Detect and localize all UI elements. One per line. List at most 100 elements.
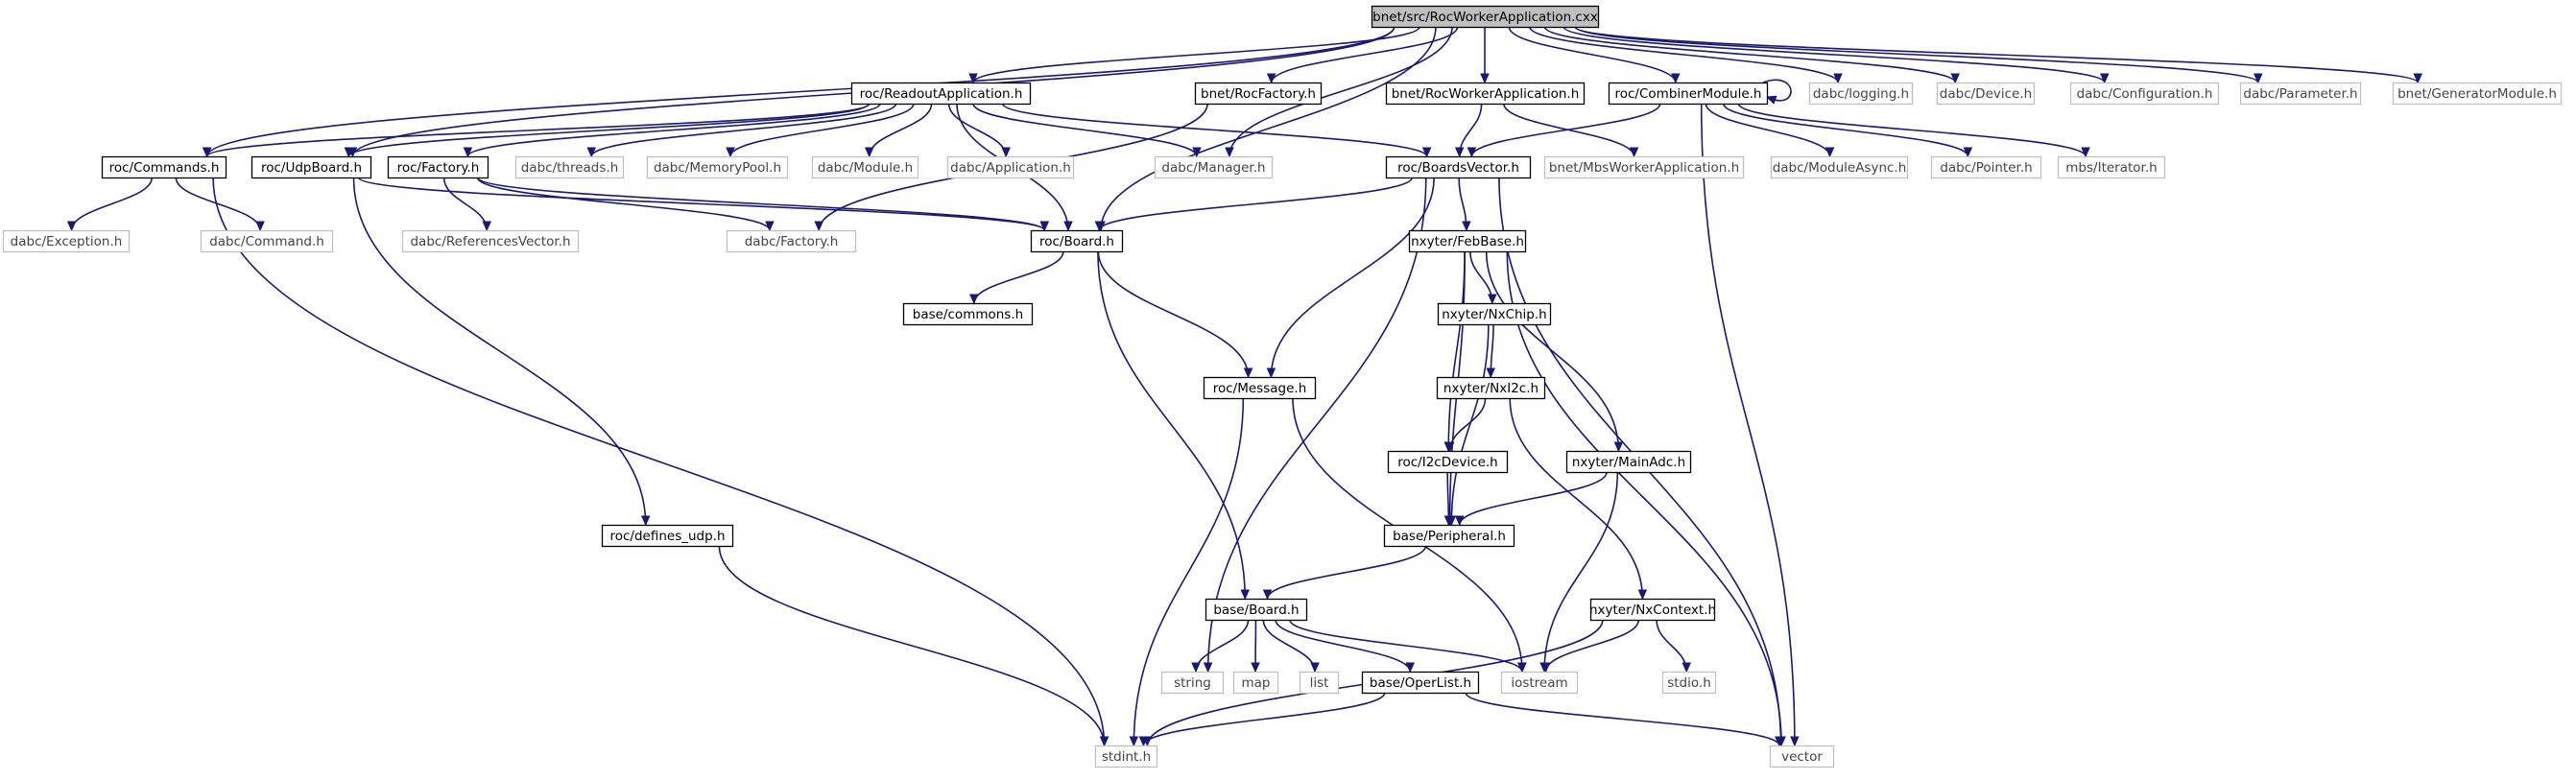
edge-line bbox=[1506, 250, 1782, 746]
node-label: stdint.h bbox=[1102, 749, 1151, 765]
node-mbs-iterator-h[interactable]: mbs/Iterator.h bbox=[2057, 155, 2166, 179]
node-label: roc/CombinerModule.h bbox=[1615, 86, 1762, 102]
node-base-operlist-h[interactable]: base/OperList.h bbox=[1361, 671, 1480, 695]
node-base-commons-h[interactable]: base/commons.h bbox=[902, 302, 1034, 326]
node-bnet-mbsworkerapplication-h[interactable]: bnet/MbsWorkerApplication.h bbox=[1543, 155, 1745, 179]
node-roc-board-h[interactable]: roc/Board.h bbox=[1030, 229, 1124, 253]
node-label: dabc/Configuration.h bbox=[2077, 86, 2213, 102]
edge-line bbox=[1142, 692, 1386, 746]
edge-line bbox=[1098, 177, 1414, 231]
node-dabc-parameter-h[interactable]: dabc/Parameter.h bbox=[2239, 82, 2362, 106]
node-dabc-device-h[interactable]: dabc/Device.h bbox=[1936, 82, 2036, 106]
edge-baseboard-to-list bbox=[1262, 619, 1320, 674]
node-label: iostream bbox=[1511, 675, 1567, 691]
edge-line bbox=[476, 177, 1046, 231]
edge-boardsvector-to-rocmessage bbox=[1266, 177, 1435, 379]
node-box bbox=[1661, 671, 1717, 695]
edge-line bbox=[718, 545, 1106, 746]
node-label: dabc/logging.h bbox=[1813, 86, 1909, 102]
node-roc-factory-h[interactable]: roc/Factory.h bbox=[387, 155, 489, 179]
edge-line bbox=[347, 103, 871, 157]
edge-line bbox=[1700, 103, 1796, 746]
node-dabc-exception-h[interactable]: dabc/Exception.h bbox=[2, 229, 131, 253]
node-label: roc/Commands.h bbox=[109, 160, 220, 176]
node-bnet-generatormodule-h[interactable]: bnet/GeneratorModule.h bbox=[2392, 82, 2563, 106]
edge-line bbox=[352, 177, 647, 526]
edge-arrowhead bbox=[1671, 73, 1681, 84]
node-nxyter-mainadc-h[interactable]: nxyter/MainAdc.h bbox=[1565, 450, 1692, 474]
node-box bbox=[1203, 376, 1317, 400]
node-dabc-logging-h[interactable]: dabc/logging.h bbox=[1808, 82, 1914, 106]
node-dabc-memorypool-h[interactable]: dabc/MemoryPool.h bbox=[646, 155, 789, 179]
edge-arrowhead bbox=[1063, 221, 1073, 232]
node-roc-message-h[interactable]: roc/Message.h bbox=[1203, 376, 1317, 400]
node-roc-readoutapplication-h[interactable]: roc/ReadoutApplication.h bbox=[850, 82, 1032, 106]
edge-nxi2c-to-i2cdevice bbox=[1444, 397, 1487, 453]
node-bnet-src-rocworkerapplication-cxx[interactable]: bnet/src/RocWorkerApplication.cxx bbox=[1371, 5, 1600, 29]
node-dabc-module-h[interactable]: dabc/Module.h bbox=[811, 155, 919, 179]
node-dabc-manager-h[interactable]: dabc/Manager.h bbox=[1154, 155, 1274, 179]
edge-root-to-combiner bbox=[1508, 26, 1681, 84]
node-bnet-rocworkerapplication-h[interactable]: bnet/RocWorkerApplication.h bbox=[1385, 82, 1586, 106]
node-dabc-referencesvector-h[interactable]: dabc/ReferencesVector.h bbox=[401, 229, 580, 253]
edge-root-to-logging bbox=[1529, 26, 1843, 84]
node-label: dabc/Exception.h bbox=[11, 234, 123, 249]
node-dabc-command-h[interactable]: dabc/Command.h bbox=[200, 229, 334, 253]
node-roc-commands-h[interactable]: roc/Commands.h bbox=[101, 155, 227, 179]
node-vector[interactable]: vector bbox=[1769, 745, 1835, 768]
node-iostream[interactable]: iostream bbox=[1500, 671, 1579, 695]
node-list[interactable]: list bbox=[1299, 671, 1340, 695]
edge-line bbox=[1270, 177, 1435, 378]
node-box bbox=[946, 155, 1075, 179]
node-nxyter-nxchip-h[interactable]: nxyter/NxChip.h bbox=[1437, 302, 1552, 326]
node-label: nxyter/NxContext.h bbox=[1589, 603, 1716, 618]
node-box bbox=[1500, 671, 1579, 695]
edge-arrowhead bbox=[2253, 73, 2263, 84]
node-string[interactable]: string bbox=[1160, 671, 1225, 695]
node-dabc-threads-h[interactable]: dabc/threads.h bbox=[514, 155, 625, 179]
node-roc-defines-udp-h[interactable]: roc/defines_udp.h bbox=[601, 524, 734, 548]
node-stdint-h[interactable]: stdint.h bbox=[1094, 745, 1158, 768]
node-base-peripheral-h[interactable]: base/Peripheral.h bbox=[1383, 524, 1515, 548]
node-box bbox=[1205, 598, 1308, 622]
node-nxyter-nxcontext-h[interactable]: nxyter/NxContext.h bbox=[1589, 598, 1716, 622]
edge-arrowhead bbox=[1825, 147, 1835, 158]
node-bnet-rocfactory-h[interactable]: bnet/RocFactory.h bbox=[1194, 82, 1323, 106]
node-stdio-h[interactable]: stdio.h bbox=[1661, 671, 1717, 695]
node-roc-i2cdevice-h[interactable]: roc/I2cDevice.h bbox=[1387, 450, 1509, 474]
edge-line bbox=[1450, 323, 1490, 526]
node-base-board-h[interactable]: base/Board.h bbox=[1205, 598, 1308, 622]
node-label: dabc/Factory.h bbox=[745, 234, 839, 249]
node-box bbox=[2, 229, 131, 253]
node-roc-boardsvector-h[interactable]: roc/BoardsVector.h bbox=[1385, 155, 1532, 179]
edge-line bbox=[1447, 250, 1466, 452]
node-label: bnet/RocFactory.h bbox=[1201, 86, 1316, 102]
node-dabc-application-h[interactable]: dabc/Application.h bbox=[946, 155, 1075, 179]
edge-root-to-device bbox=[1543, 26, 1960, 84]
edge-line bbox=[1705, 103, 1831, 157]
node-label: bnet/RocWorkerApplication.h bbox=[1392, 86, 1580, 102]
node-roc-combinermodule-h[interactable]: roc/CombinerModule.h bbox=[1608, 82, 1769, 106]
node-dabc-pointer-h[interactable]: dabc/Pointer.h bbox=[1930, 155, 2042, 179]
node-dabc-configuration-h[interactable]: dabc/Configuration.h bbox=[2069, 82, 2220, 106]
node-nxyter-febbase-h[interactable]: nxyter/FebBase.h bbox=[1408, 229, 1527, 253]
edge-readoutapp-to-mempool bbox=[726, 103, 915, 158]
edge-peripheral-to-baseboard bbox=[1262, 545, 1427, 601]
edge-nxi2c-to-nxcontext bbox=[1509, 397, 1648, 601]
edge-readoutapp-to-application bbox=[947, 103, 1011, 158]
node-label: roc/Board.h bbox=[1039, 234, 1114, 249]
edge-arrowhead bbox=[1790, 736, 1800, 747]
node-dabc-factory-h[interactable]: dabc/Factory.h bbox=[726, 229, 857, 253]
node-roc-udpboard-h[interactable]: roc/UdpBoard.h bbox=[250, 155, 372, 179]
edge-rocboard-to-rocmessage bbox=[1097, 250, 1253, 379]
edge-line bbox=[1737, 103, 2087, 157]
edge-nxcontext-to-stdio bbox=[1656, 619, 1691, 674]
edge-arrowhead bbox=[1192, 147, 1202, 158]
node-dabc-moduleasync-h[interactable]: dabc/ModuleAsync.h bbox=[1770, 155, 1909, 179]
edge-line bbox=[1508, 26, 1677, 83]
edge-arrowhead bbox=[1488, 294, 1497, 305]
edge-arrowhead bbox=[1454, 147, 1465, 158]
node-map[interactable]: map bbox=[1232, 671, 1279, 695]
node-nxyter-nxi2c-h[interactable]: nxyter/NxI2c.h bbox=[1436, 376, 1546, 400]
edge-boardsvector-to-string bbox=[1203, 177, 1427, 674]
